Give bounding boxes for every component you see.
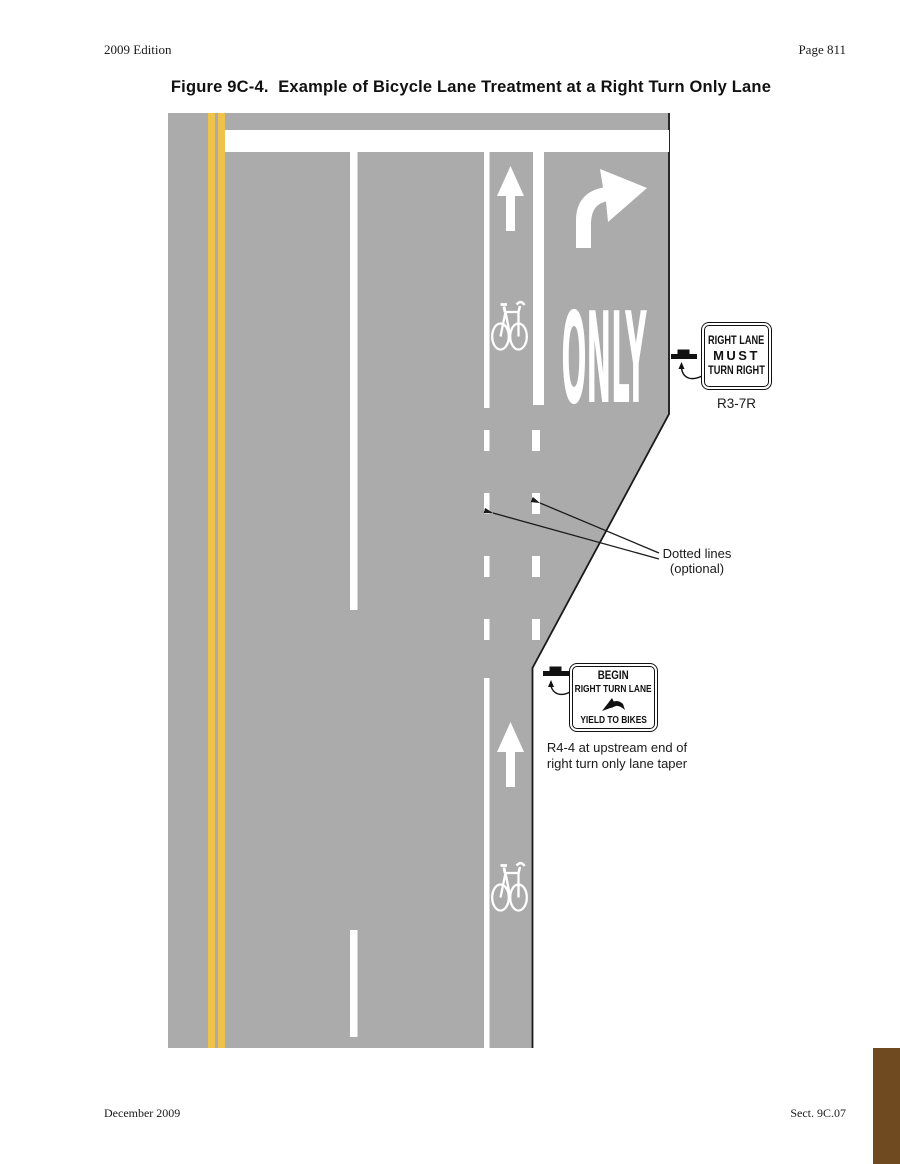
header-page-number: Page 811	[798, 42, 846, 57]
channelizing-dot	[532, 619, 540, 640]
dotted-lines-leader-right	[530, 496, 660, 554]
bike-lane-dot	[484, 556, 490, 577]
sign-r4-4-caption: R4-4 at upstream end of right turn only …	[537, 740, 697, 772]
sign-r3-7r-line3: TURN RIGHT	[708, 365, 765, 377]
sign-r4-4-caption-line1: R4-4 at upstream end of	[546, 740, 688, 755]
sign-designation-r3-7r: R3-7R	[716, 396, 756, 411]
header-edition: 2009 Edition	[104, 42, 172, 57]
bike-lane-symbol-marking	[491, 300, 528, 351]
stop-bar	[225, 130, 669, 152]
road-edge-taper-line	[531, 113, 670, 1048]
straight-arrow-marking	[497, 166, 524, 231]
yellow-centerline-right	[218, 113, 225, 1048]
straight-arrow-marking	[497, 722, 524, 787]
channelizing-dot	[532, 556, 540, 577]
figure-title: Figure 9C-4. Example of Bicycle Lane Tre…	[170, 78, 772, 96]
corner-accent-bar	[873, 1048, 900, 1164]
channelizing-dot	[532, 430, 540, 451]
bike-lane-dot	[484, 619, 490, 640]
sign-post-symbol-r37r	[671, 349, 703, 380]
dotted-lines-leader-left	[483, 507, 660, 560]
lane-line-lower	[350, 930, 358, 1037]
right-turn-arrow-marking	[576, 169, 647, 248]
sign-r4-4-line3: YIELD TO BIKES	[580, 713, 647, 726]
sign-r3-7r: RIGHT LANE MUST TURN RIGHT	[701, 322, 772, 390]
footer-date: December 2009	[104, 1106, 181, 1120]
yellow-centerline-left	[208, 113, 215, 1048]
channelizing-line	[533, 152, 544, 405]
sign-r3-7r-line2: MUST	[713, 348, 760, 363]
channelizing-dot	[532, 493, 540, 514]
down-left-arrow-icon	[601, 697, 625, 711]
sign-r4-4: BEGIN RIGHT TURN LANE YIELD TO BIKES	[569, 663, 658, 732]
bike-lane-symbol-marking	[491, 861, 528, 912]
bike-lane-line-upper	[484, 152, 490, 408]
dotted-lines-label-line1: Dotted lines	[662, 546, 732, 561]
bike-lane-dot	[484, 430, 490, 451]
sign-r4-4-caption-line2: right turn only lane taper	[546, 756, 688, 771]
bike-lane-line-lower	[484, 678, 490, 1048]
sign-r3-7r-line1: RIGHT LANE	[708, 335, 765, 347]
only-word-marking: ONLY	[561, 285, 647, 432]
pavement-surface	[168, 113, 670, 1048]
dotted-lines-label-line2: (optional)	[669, 561, 725, 576]
bike-lane-dot	[484, 493, 490, 514]
dotted-lines-label: Dotted lines (optional)	[647, 546, 747, 576]
sign-post-symbol-r44	[543, 666, 571, 696]
footer-section: Sect. 9C.07	[790, 1106, 846, 1120]
sign-r4-4-line2: RIGHT TURN LANE	[575, 682, 652, 695]
sign-r4-4-line1: BEGIN	[598, 669, 629, 682]
lane-line-upper	[350, 152, 358, 610]
